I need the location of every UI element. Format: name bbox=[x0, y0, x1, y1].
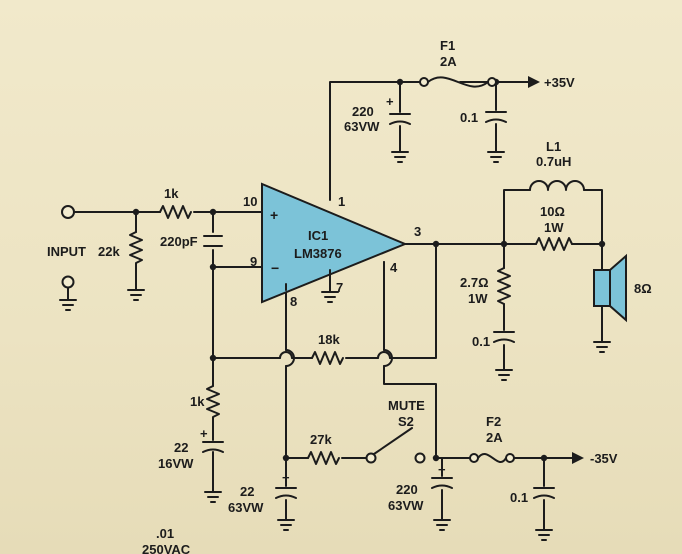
mute-ref: S2 bbox=[398, 414, 414, 429]
c-neg-bulk-pol: + bbox=[438, 462, 446, 477]
c-gnd-value: 22 bbox=[174, 440, 188, 455]
pos-rail-label: +35V bbox=[544, 75, 575, 90]
resistor-mute-27k bbox=[307, 451, 340, 465]
r-fb-label: 18k bbox=[318, 332, 340, 347]
resistor-10ohm bbox=[535, 237, 573, 251]
c-zobel-label: 0.1 bbox=[472, 334, 490, 349]
r-bias-label: 22k bbox=[98, 244, 120, 259]
capacitor-neg-bulk bbox=[431, 477, 453, 531]
pin-10-label: 10 bbox=[243, 194, 257, 209]
pos-rail-arrow bbox=[528, 76, 540, 88]
resistor-gnd-1k bbox=[206, 385, 220, 419]
c-pos-dec-label: 0.1 bbox=[460, 110, 478, 125]
input-ground-terminal bbox=[59, 275, 77, 311]
r-zobel-value: 2.7Ω bbox=[460, 275, 489, 290]
pin-7-label: 7 bbox=[336, 280, 343, 295]
ic1-opamp: + − IC1 LM3876 bbox=[261, 182, 408, 304]
wires bbox=[73, 81, 603, 531]
c-neg-bulk-value: 220 bbox=[396, 482, 418, 497]
resistor-zobel-2-7ohm bbox=[497, 267, 511, 305]
junction-dots bbox=[132, 78, 606, 462]
ic-plus-sign: + bbox=[270, 207, 278, 223]
ic-minus-sign: − bbox=[271, 260, 279, 276]
c-in-label: 220pF bbox=[160, 234, 198, 249]
fuse2-ref: F2 bbox=[486, 414, 501, 429]
c-neg-bulk-voltage: 63VW bbox=[388, 498, 424, 513]
ic-ref: IC1 bbox=[308, 228, 328, 243]
c-mute-voltage: 63VW bbox=[228, 500, 264, 515]
l1-ref: L1 bbox=[546, 139, 561, 154]
l1-value: 0.7uH bbox=[536, 154, 571, 169]
mute-switch-s2[interactable] bbox=[365, 427, 426, 464]
c-pos-bulk-value: 220 bbox=[352, 104, 374, 119]
neg-rail-label: -35V bbox=[590, 451, 618, 466]
mute-label: MUTE bbox=[388, 398, 425, 413]
input-terminal bbox=[61, 205, 75, 219]
ic-part: LM3876 bbox=[294, 246, 342, 261]
speaker-label: 8Ω bbox=[634, 281, 652, 296]
c-gnd-pol: + bbox=[200, 426, 208, 441]
c-mute-value: 22 bbox=[240, 484, 254, 499]
capacitor-mute-22uf bbox=[275, 487, 297, 531]
r-l1-value: 10Ω bbox=[540, 204, 565, 219]
capacitor-pos-bulk bbox=[389, 113, 411, 163]
c-mute-pol: + bbox=[282, 470, 290, 485]
resistor-feedback-18k bbox=[279, 351, 391, 365]
c-pos-bulk-voltage: 63VW bbox=[344, 119, 380, 134]
c-pos-bulk-pol: + bbox=[386, 94, 394, 109]
c-neg-dec-label: 0.1 bbox=[510, 490, 528, 505]
capacitor-220pf bbox=[203, 235, 223, 247]
fuse1-ref: F1 bbox=[440, 38, 455, 53]
r-l1-power: 1W bbox=[544, 220, 564, 235]
pin-9-label: 9 bbox=[250, 254, 257, 269]
capacitor-pos-decoupling bbox=[485, 111, 507, 163]
bottom-cap-value: .01 bbox=[156, 526, 174, 541]
pin-3-label: 3 bbox=[414, 224, 421, 239]
fuse-f1 bbox=[419, 76, 497, 88]
pin-4-label: 4 bbox=[390, 260, 398, 275]
r-input-label: 1k bbox=[164, 186, 179, 201]
input-label: INPUT bbox=[47, 244, 86, 259]
bottom-cap-voltage: 250VAC bbox=[142, 542, 191, 554]
r-gnd-label: 1k bbox=[190, 394, 205, 409]
r-zobel-power: 1W bbox=[468, 291, 488, 306]
fuse-f2 bbox=[469, 453, 515, 463]
capacitor-gnd-22uf bbox=[202, 441, 224, 503]
resistor-bias-22k bbox=[127, 231, 145, 301]
pin-8-label: 8 bbox=[290, 294, 297, 309]
c-gnd-voltage: 16VW bbox=[158, 456, 194, 471]
fuse1-rating: 2A bbox=[440, 54, 457, 69]
inductor-l1 bbox=[529, 180, 585, 191]
pin-1-label: 1 bbox=[338, 194, 345, 209]
capacitor-neg-decoupling bbox=[533, 487, 555, 541]
fuse2-rating: 2A bbox=[486, 430, 503, 445]
capacitor-zobel bbox=[493, 331, 515, 381]
resistor-input-1k bbox=[159, 205, 192, 219]
neg-rail-arrow bbox=[572, 452, 584, 464]
r-mute-label: 27k bbox=[310, 432, 332, 447]
speaker-8ohm bbox=[593, 253, 627, 353]
